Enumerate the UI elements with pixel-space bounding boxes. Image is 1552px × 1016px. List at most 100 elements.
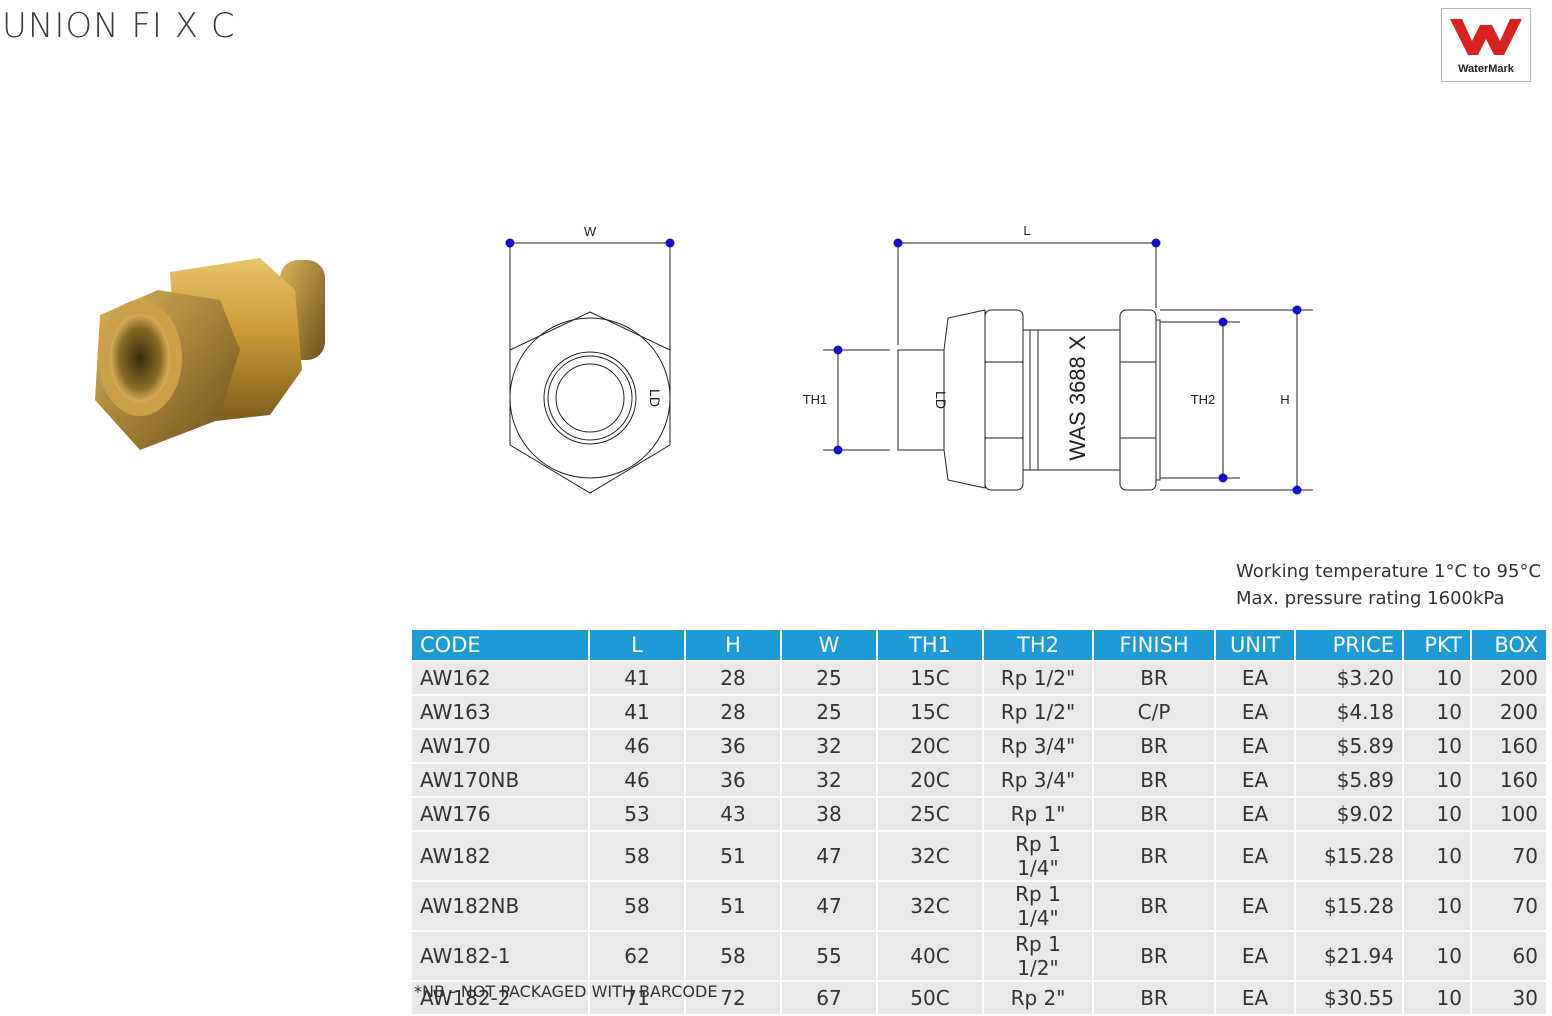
cell-box: 200 bbox=[1472, 662, 1546, 694]
col-header-pkt: PKT bbox=[1404, 630, 1470, 660]
cell-h: 51 bbox=[686, 882, 780, 930]
cell-pkt: 10 bbox=[1404, 798, 1470, 830]
cell-code: AW182 bbox=[412, 832, 588, 880]
cell-h: 58 bbox=[686, 932, 780, 980]
cell-box: 60 bbox=[1472, 932, 1546, 980]
cell-th1: 20C bbox=[878, 764, 982, 796]
watermark-w-icon bbox=[1450, 19, 1522, 55]
col-header-th2: TH2 bbox=[984, 630, 1092, 660]
cell-h: 43 bbox=[686, 798, 780, 830]
cell-l: 58 bbox=[590, 832, 684, 880]
cell-pkt: 10 bbox=[1404, 932, 1470, 980]
cell-w: 25 bbox=[782, 662, 876, 694]
cell-th2: Rp 1/2" bbox=[984, 662, 1092, 694]
cell-pkt: 10 bbox=[1404, 764, 1470, 796]
cell-box: 100 bbox=[1472, 798, 1546, 830]
dim-th2-label: TH2 bbox=[1191, 392, 1216, 407]
cell-code: AW162 bbox=[412, 662, 588, 694]
col-header-w: W bbox=[782, 630, 876, 660]
cell-price: $5.89 bbox=[1296, 730, 1402, 762]
cell-th1: 32C bbox=[878, 882, 982, 930]
cell-l: 58 bbox=[590, 882, 684, 930]
cell-unit: EA bbox=[1216, 764, 1294, 796]
cell-th1: 15C bbox=[878, 696, 982, 728]
working-temperature: Working temperature 1°C to 95°C bbox=[1236, 561, 1542, 582]
dim-th1-label: TH1 bbox=[803, 392, 828, 407]
cell-unit: EA bbox=[1216, 882, 1294, 930]
cell-l: 41 bbox=[590, 662, 684, 694]
cell-w: 67 bbox=[782, 982, 876, 1014]
cell-l: 41 bbox=[590, 696, 684, 728]
watermark-logo-text: WaterMark bbox=[1458, 63, 1514, 75]
technical-drawing: W L TH1 TH2 H LD LD WAS 3688 X bbox=[505, 223, 1313, 495]
cell-unit: EA bbox=[1216, 696, 1294, 728]
col-header-finish: FINISH bbox=[1094, 630, 1214, 660]
cell-th2: Rp 3/4" bbox=[984, 764, 1092, 796]
specs-block: Working temperature 1°C to 95°C Max. pre… bbox=[1236, 558, 1541, 612]
col-header-unit: UNIT bbox=[1216, 630, 1294, 660]
cell-box: 30 bbox=[1472, 982, 1546, 1014]
cell-th1: 25C bbox=[878, 798, 982, 830]
table-header-row: CODE L H W TH1 TH2 FINISH UNIT PRICE PKT… bbox=[412, 630, 1546, 660]
cell-th1: 32C bbox=[878, 832, 982, 880]
cell-price: $3.20 bbox=[1296, 662, 1402, 694]
cell-pkt: 10 bbox=[1404, 662, 1470, 694]
cell-unit: EA bbox=[1216, 798, 1294, 830]
cell-finish: C/P bbox=[1094, 696, 1214, 728]
cell-finish: BR bbox=[1094, 882, 1214, 930]
cell-l: 53 bbox=[590, 798, 684, 830]
cell-finish: BR bbox=[1094, 764, 1214, 796]
cell-price: $15.28 bbox=[1296, 832, 1402, 880]
cell-th2: Rp 1" bbox=[984, 798, 1092, 830]
cell-code: AW163 bbox=[412, 696, 588, 728]
side-view-ld-mark: LD bbox=[933, 391, 949, 409]
cell-l: 62 bbox=[590, 932, 684, 980]
cell-box: 200 bbox=[1472, 696, 1546, 728]
cell-th2: Rp 1/2" bbox=[984, 696, 1092, 728]
col-header-h: H bbox=[686, 630, 780, 660]
was-marking: WAS 3688 X bbox=[1065, 335, 1090, 460]
cell-price: $30.55 bbox=[1296, 982, 1402, 1014]
cell-price: $9.02 bbox=[1296, 798, 1402, 830]
cell-unit: EA bbox=[1216, 730, 1294, 762]
cell-th2: Rp 1 1/2" bbox=[984, 932, 1092, 980]
cell-h: 28 bbox=[686, 662, 780, 694]
max-pressure: Max. pressure rating 1600kPa bbox=[1236, 588, 1505, 609]
cell-unit: EA bbox=[1216, 832, 1294, 880]
cell-h: 28 bbox=[686, 696, 780, 728]
cell-box: 70 bbox=[1472, 882, 1546, 930]
cell-th2: Rp 3/4" bbox=[984, 730, 1092, 762]
cell-l: 46 bbox=[590, 730, 684, 762]
hex-end-view bbox=[509, 311, 671, 494]
dim-h-label: H bbox=[1280, 392, 1289, 407]
cell-h: 36 bbox=[686, 764, 780, 796]
cell-w: 32 bbox=[782, 764, 876, 796]
cell-th2: Rp 2" bbox=[984, 982, 1092, 1014]
cell-pkt: 10 bbox=[1404, 696, 1470, 728]
cell-finish: BR bbox=[1094, 662, 1214, 694]
cell-pkt: 10 bbox=[1404, 982, 1470, 1014]
end-view-ld-mark: LD bbox=[647, 389, 663, 407]
cell-w: 38 bbox=[782, 798, 876, 830]
cell-box: 160 bbox=[1472, 730, 1546, 762]
cell-price: $5.89 bbox=[1296, 764, 1402, 796]
product-photo bbox=[95, 258, 325, 450]
cell-price: $4.18 bbox=[1296, 696, 1402, 728]
col-header-th1: TH1 bbox=[878, 630, 982, 660]
cell-th2: Rp 1 1/4" bbox=[984, 832, 1092, 880]
cell-th2: Rp 1 1/4" bbox=[984, 882, 1092, 930]
cell-h: 51 bbox=[686, 832, 780, 880]
cell-h: 36 bbox=[686, 730, 780, 762]
cell-w: 55 bbox=[782, 932, 876, 980]
cell-code: AW182NB bbox=[412, 882, 588, 930]
dim-w-label: W bbox=[584, 224, 597, 239]
cell-code: AW170NB bbox=[412, 764, 588, 796]
page-title: UNION FI X C bbox=[2, 6, 236, 46]
cell-code: AW170 bbox=[412, 730, 588, 762]
